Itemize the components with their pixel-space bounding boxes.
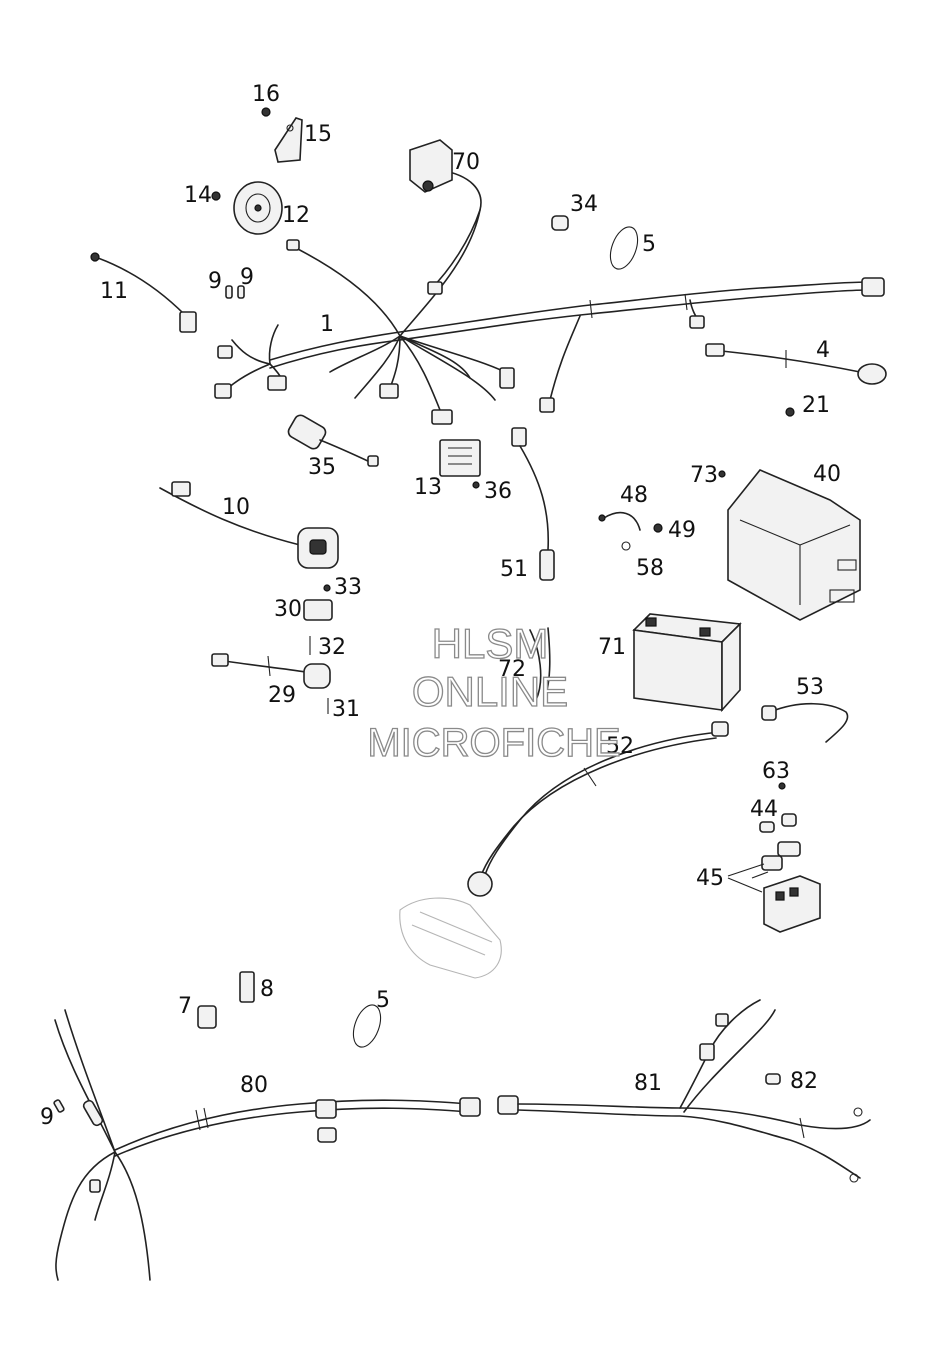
callout-48: 48	[620, 483, 648, 508]
main-wiring-harness	[214, 169, 885, 425]
callout-45: 45	[696, 866, 724, 891]
screw-49	[653, 523, 663, 533]
callout-81: 81	[634, 1071, 662, 1096]
fuse-holder-72	[529, 627, 551, 701]
callout-58: 58	[636, 556, 664, 581]
callout-40: 40	[813, 462, 841, 487]
callout-13: 13	[414, 475, 442, 500]
watermark-line-3: MICROFICHE	[367, 721, 620, 765]
callout-44: 44	[750, 797, 778, 822]
callout-29: 29	[268, 683, 296, 708]
bracket-15	[274, 117, 303, 163]
callout-12: 12	[282, 203, 310, 228]
rear-harness-80	[54, 1009, 481, 1281]
callout-51: 51	[500, 557, 528, 582]
callout-11: 11	[100, 279, 128, 304]
callout-53: 53	[796, 675, 824, 700]
screw-33	[323, 584, 331, 592]
fuse-82	[765, 1073, 781, 1085]
callout-8: 8	[260, 977, 274, 1002]
callout-5-bottom: 5	[376, 988, 390, 1013]
callout-32: 32	[318, 635, 346, 660]
battery-71	[632, 613, 742, 713]
callout-52: 52	[606, 734, 634, 759]
starter-motor-outline	[399, 897, 502, 979]
callout-9-bottom: 9	[40, 1105, 54, 1130]
callout-80: 80	[240, 1073, 268, 1098]
cable-tie-5b	[352, 1004, 382, 1048]
callout-14: 14	[184, 183, 212, 208]
callout-9-right: 9	[240, 265, 254, 290]
screw-63	[778, 782, 786, 790]
callout-36: 36	[484, 479, 512, 504]
battery-box-40	[727, 469, 861, 621]
callout-33: 33	[334, 575, 362, 600]
callout-4: 4	[816, 338, 830, 363]
sensor-wire-4	[705, 343, 887, 385]
callout-45-leaders	[727, 863, 765, 893]
switch-10	[159, 481, 339, 569]
callout-15: 15	[304, 122, 332, 147]
bracket-8	[239, 971, 255, 1003]
callout-72: 72	[498, 657, 526, 682]
watermark-line-1: HLSM	[432, 620, 549, 667]
clip-34	[551, 215, 569, 231]
callout-10: 10	[222, 495, 250, 520]
watermark-line-2: ONLINE	[412, 668, 568, 715]
relay-7	[197, 1005, 217, 1029]
callout-labels: 16 15 14 12 70 34 5 9 9 11 1 4 21 35 13 …	[40, 82, 841, 1130]
screw-14	[211, 191, 221, 201]
covers-44	[759, 813, 797, 833]
callout-63: 63	[762, 759, 790, 784]
cable-tie-5	[609, 226, 639, 270]
callout-16: 16	[252, 82, 280, 107]
callout-34: 34	[570, 192, 598, 217]
callout-82: 82	[790, 1069, 818, 1094]
callout-70: 70	[452, 150, 480, 175]
ignition-coil-70	[409, 139, 453, 193]
screw-73	[718, 470, 726, 478]
callout-35: 35	[308, 455, 336, 480]
relay-35	[287, 414, 379, 467]
rear-harness-81	[497, 999, 871, 1183]
screw-16	[261, 107, 271, 117]
callout-73: 73	[690, 463, 718, 488]
battery-cable-53	[761, 702, 849, 743]
callout-71: 71	[598, 635, 626, 660]
callout-49: 49	[668, 518, 696, 543]
sensor-wire-11	[90, 252, 197, 333]
connectors-9	[53, 285, 245, 1113]
switch-29	[211, 653, 331, 689]
cover-30	[303, 599, 333, 621]
callout-30: 30	[274, 597, 302, 622]
callout-5-top: 5	[642, 232, 656, 257]
battery-cable-52	[467, 721, 729, 897]
callout-7: 7	[178, 994, 192, 1019]
callout-1: 1	[320, 312, 334, 337]
callout-21: 21	[802, 393, 830, 418]
callout-31: 31	[332, 697, 360, 722]
watermark: HLSM ONLINE MICROFICHE	[367, 619, 622, 765]
regulator-13	[439, 439, 481, 477]
washer-58	[621, 541, 631, 551]
screw-36	[472, 481, 480, 489]
ground-wire-48	[598, 511, 641, 531]
horn-12	[233, 181, 283, 235]
sender-51	[511, 427, 555, 581]
starter-relay-45	[751, 841, 821, 933]
screw-21	[785, 407, 795, 417]
callout-9-left: 9	[208, 269, 222, 294]
